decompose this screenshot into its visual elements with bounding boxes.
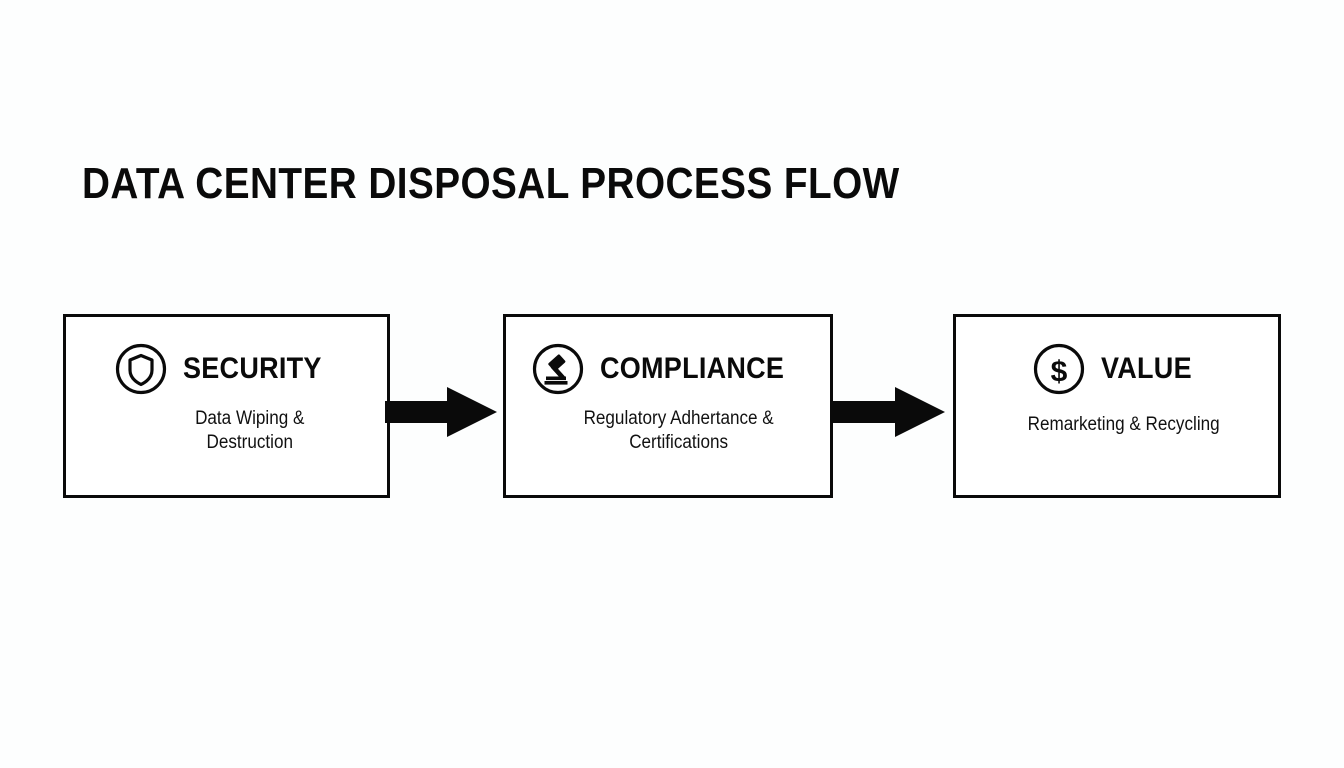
step-title: COMPLIANCE — [599, 352, 784, 385]
step-header: SECURITY — [115, 343, 337, 395]
process-step-compliance[interactable]: COMPLIANCE Regulatory Adhertance & Certi… — [503, 314, 833, 498]
step-header: COMPLIANCE — [532, 343, 805, 395]
step-subtitle: Remarketing & Recycling — [1028, 414, 1220, 435]
process-step-security[interactable]: SECURITY Data Wiping & Destruction — [63, 314, 390, 498]
step-title: VALUE — [1100, 352, 1192, 385]
process-step-value[interactable]: $ VALUE Remarketing & Recycling — [953, 314, 1281, 498]
arrow-right-icon — [833, 387, 945, 437]
process-flow-diagram: SECURITY Data Wiping & Destruction — [63, 314, 1281, 498]
shield-icon — [116, 343, 167, 395]
step-content: $ VALUE Remarketing & Recycling — [956, 343, 1278, 437]
step-header: $ VALUE — [1033, 343, 1202, 395]
page-title: DATA CENTER DISPOSAL PROCESS FLOW — [82, 159, 900, 208]
step-content: SECURITY Data Wiping & Destruction — [66, 343, 387, 455]
step-title: SECURITY — [183, 352, 323, 385]
step-subtitle: Data Wiping & Destruction — [194, 408, 305, 453]
svg-text:$: $ — [1050, 356, 1067, 389]
arrow-right-icon — [385, 387, 497, 437]
step-content: COMPLIANCE Regulatory Adhertance & Certi… — [506, 343, 830, 455]
step-subtitle: Regulatory Adhertance & Certifications — [583, 408, 775, 453]
dollar-icon: $ — [1033, 343, 1084, 395]
gavel-icon — [532, 343, 583, 395]
